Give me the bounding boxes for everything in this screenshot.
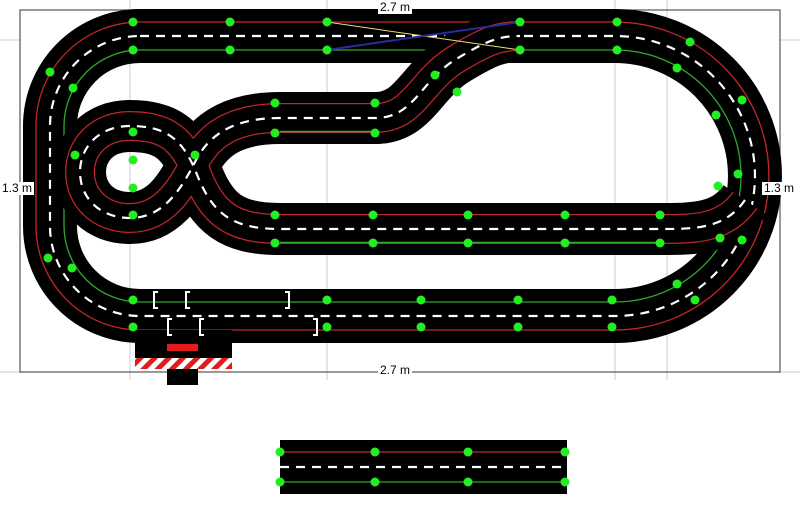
start-light (167, 344, 198, 351)
section-joint-marker (270, 98, 280, 108)
section-joint-marker (463, 477, 473, 487)
section-joint-marker (45, 67, 55, 77)
section-joint-marker (270, 238, 280, 248)
section-joint-marker (370, 98, 380, 108)
section-joint-marker (416, 322, 426, 332)
main-loop-track (23, 8, 782, 343)
dimension-right-height: 1.3 m (762, 181, 797, 195)
section-joint-marker (322, 45, 332, 55)
section-joint-marker (322, 295, 332, 305)
section-joint-marker (737, 235, 747, 245)
section-joint-marker (672, 279, 682, 289)
section-joint-marker (128, 155, 138, 165)
start-finish-area (135, 330, 232, 385)
spare-straight-track (280, 440, 567, 494)
section-joint-marker (737, 95, 747, 105)
section-joint-marker (128, 295, 138, 305)
section-joint-marker (515, 17, 525, 27)
section-joint-marker (128, 127, 138, 137)
inner-track (53, 10, 767, 255)
dimension-left-height: 1.3 m (0, 181, 35, 195)
section-joint-marker (452, 87, 462, 97)
section-joint-marker (270, 128, 280, 138)
section-joint-marker (128, 322, 138, 332)
section-joint-marker (515, 45, 525, 55)
section-joint-marker (560, 477, 570, 487)
section-joint-marker (672, 63, 682, 73)
dimension-top-width: 2.7 m (378, 0, 413, 14)
section-joint-marker (128, 210, 138, 220)
section-joint-marker (275, 447, 285, 457)
section-joint-marker (322, 17, 332, 27)
section-joint-marker (68, 83, 78, 93)
section-joint-marker (370, 128, 380, 138)
start-stripes (135, 358, 232, 369)
section-joint-marker (370, 477, 380, 487)
section-joint-marker (270, 210, 280, 220)
section-joint-marker (463, 447, 473, 457)
section-joint-marker (690, 295, 700, 305)
section-joint-marker (713, 181, 723, 191)
section-joint-marker (607, 295, 617, 305)
dimension-bottom-width: 2.7 m (378, 363, 413, 377)
section-joint-marker (612, 17, 622, 27)
section-joint-marker (655, 238, 665, 248)
section-joint-marker (225, 17, 235, 27)
section-joint-marker (67, 263, 77, 273)
section-joint-marker (275, 477, 285, 487)
section-joint-marker (128, 183, 138, 193)
section-joint-marker (322, 322, 332, 332)
section-joint-marker (430, 70, 440, 80)
section-joint-marker (190, 150, 200, 160)
inner-lane (63, 49, 742, 303)
grid-position-brackets (153, 291, 318, 336)
section-joint-marker (370, 447, 380, 457)
section-joint-marker (560, 210, 570, 220)
section-joint-marker (715, 233, 725, 243)
section-joint-marker (463, 238, 473, 248)
section-joint-marker (43, 253, 53, 263)
section-joint-marker (463, 210, 473, 220)
section-joint-marker (128, 17, 138, 27)
section-joint-marker (560, 238, 570, 248)
section-joint-marker (416, 295, 426, 305)
section-joint-marker (655, 210, 665, 220)
section-joint-marker (612, 45, 622, 55)
section-markers (43, 17, 747, 487)
section-joint-marker (368, 238, 378, 248)
section-joint-marker (560, 447, 570, 457)
section-joint-marker (368, 210, 378, 220)
section-joint-marker (685, 37, 695, 47)
section-joint-marker (225, 45, 235, 55)
section-joint-marker (513, 295, 523, 305)
section-joint-marker (513, 322, 523, 332)
section-joint-marker (711, 110, 721, 120)
section-joint-marker (733, 169, 743, 179)
outer-lane (35, 21, 770, 331)
section-joint-marker (607, 322, 617, 332)
section-joint-marker (70, 150, 80, 160)
section-joint-marker (128, 45, 138, 55)
lane-change-blue (326, 21, 521, 51)
